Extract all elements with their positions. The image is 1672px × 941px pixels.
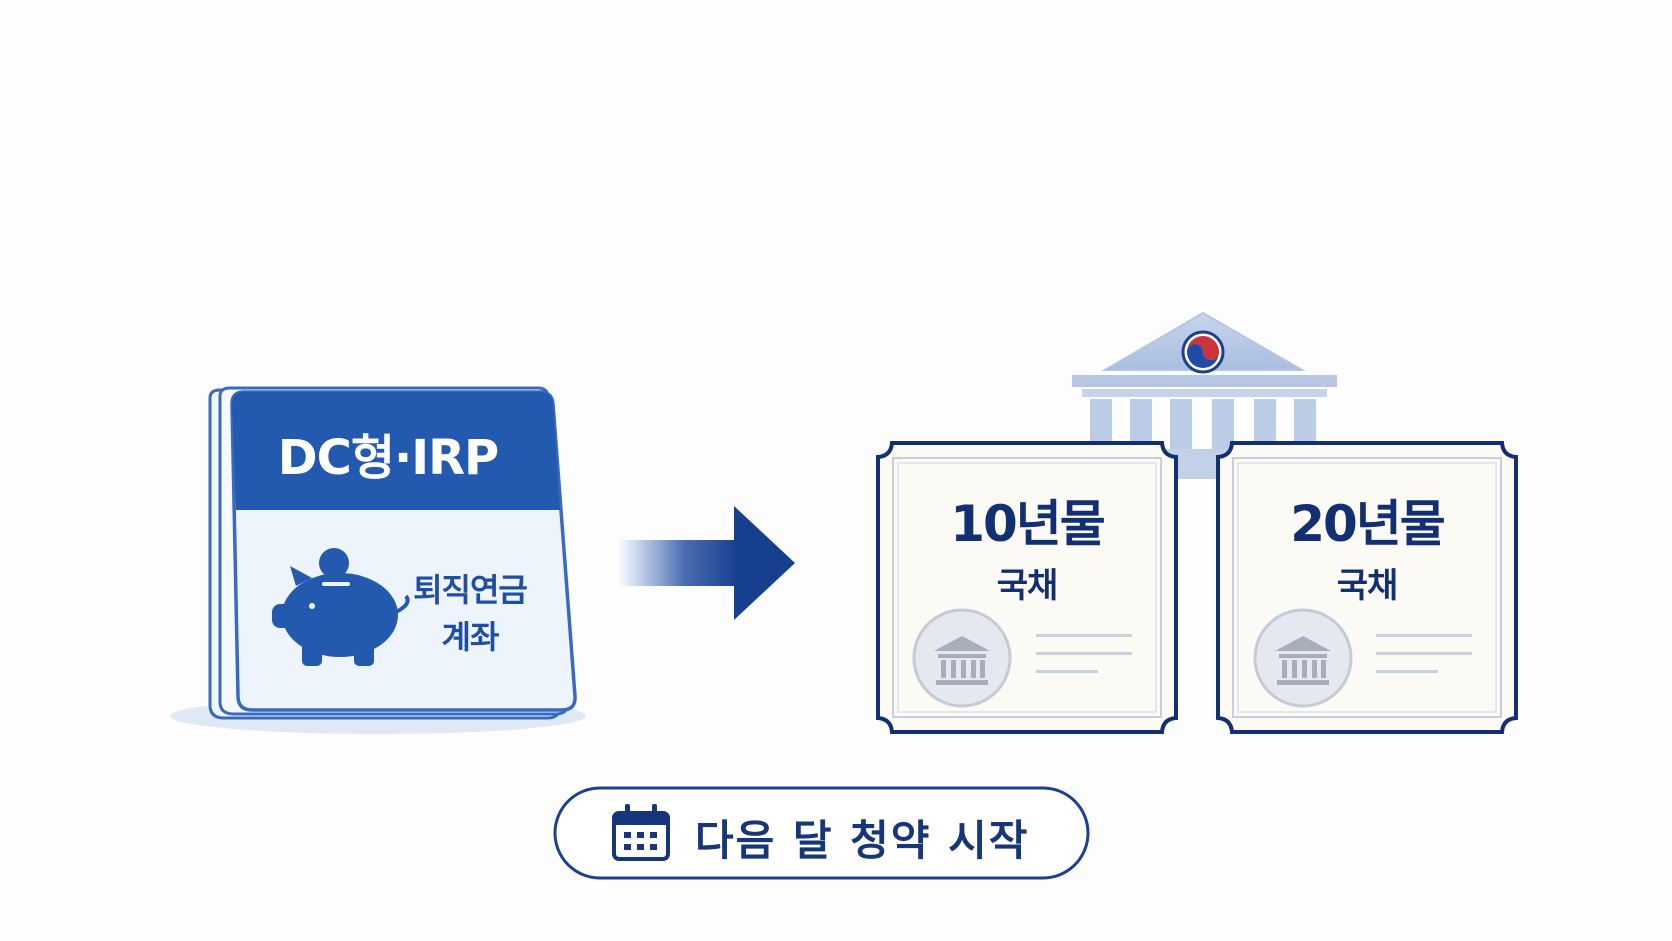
pension-card-label-line1: 퇴직연금 [413, 571, 528, 609]
arrow-right-icon [618, 506, 795, 620]
bond-term-20y: 20년물 [1290, 495, 1446, 553]
piggy-bank-icon [272, 548, 410, 666]
bank-seal-icon [912, 608, 1012, 708]
pension-account-card [170, 386, 586, 734]
bond-term-10y: 10년물 [950, 495, 1106, 553]
pension-card-title: DC형·IRP [277, 430, 499, 486]
calendar-icon [612, 804, 670, 861]
notice-banner [553, 786, 1090, 880]
pension-card-label-line2: 계좌 [441, 618, 500, 656]
notice-text: 다음 달 청약 시작 [695, 816, 1030, 865]
bond-certificate-10y [876, 441, 1178, 734]
bond-certificate-20y [1216, 441, 1518, 734]
bond-type-10y: 국채 [996, 566, 1059, 606]
bond-type-20y: 국채 [1336, 566, 1399, 606]
taegeuk-emblem-icon [1181, 330, 1225, 374]
bank-seal-icon [1253, 608, 1353, 708]
card-header-band [232, 392, 560, 510]
